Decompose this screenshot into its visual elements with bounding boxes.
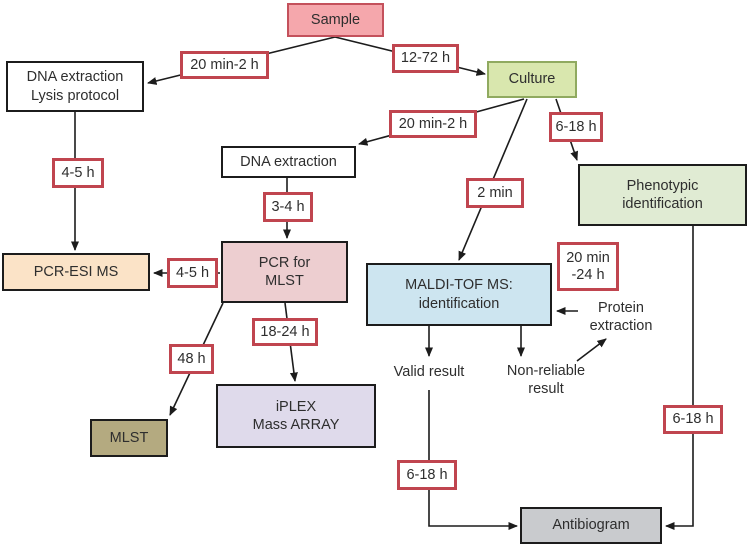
time-label-culture-to-maldi: 2 min — [466, 178, 524, 208]
time-label-sample-to-culture: 12-72 h — [392, 44, 459, 73]
time-label-pcr-mlst-to-mlst: 48 h — [169, 344, 214, 374]
text-protein-extraction: Protein extraction — [589, 299, 653, 334]
time-label-valid-result-to-antibiogram: 6-18 h — [397, 460, 457, 490]
node-antibiogram: Antibiogram — [520, 507, 662, 544]
node-dna-extraction: DNA extraction — [221, 146, 356, 178]
node-phenotypic-identification: Phenotypic identification — [578, 164, 747, 226]
time-label-phenotypic-to-antibiogram: 6-18 h — [663, 405, 723, 434]
arrow-valid-result-to-antibiogram — [428, 390, 518, 530]
node-maldi-tof-ms: MALDI-TOF MS: identification — [366, 263, 552, 326]
node-iplex-mass-array: iPLEX Mass ARRAY — [216, 384, 376, 448]
time-label-maldi-protein-extraction: 20 min -24 h — [557, 242, 619, 291]
arrow-phenotypic-to-antibiogram — [665, 226, 694, 530]
node-pcr-esi-ms: PCR-ESI MS — [2, 253, 150, 291]
time-label-dna-lysis-to-pcr-esi: 4-5 h — [52, 158, 104, 188]
time-label-pcr-mlst-to-iplex: 18-24 h — [252, 318, 318, 346]
time-label-culture-to-dna-extraction: 20 min-2 h — [389, 110, 477, 138]
time-label-pcr-mlst-to-pcr-esi: 4-5 h — [167, 258, 218, 288]
node-sample: Sample — [287, 3, 384, 37]
text-valid-result: Valid result — [393, 363, 465, 380]
node-mlst: MLST — [90, 419, 168, 457]
time-label-dna-extraction-to-pcr-mlst: 3-4 h — [263, 192, 313, 222]
node-dna-extraction-lysis: DNA extraction Lysis protocol — [6, 61, 144, 112]
node-culture: Culture — [487, 61, 577, 98]
text-non-reliable-result: Non-reliable result — [506, 362, 586, 397]
node-pcr-for-mlst: PCR for MLST — [221, 241, 348, 303]
time-label-culture-to-phenotypic: 6-18 h — [549, 112, 603, 142]
time-label-sample-to-dna-lysis: 20 min-2 h — [180, 51, 269, 79]
arrow-non-reliable-to-protein-extraction — [576, 338, 607, 362]
